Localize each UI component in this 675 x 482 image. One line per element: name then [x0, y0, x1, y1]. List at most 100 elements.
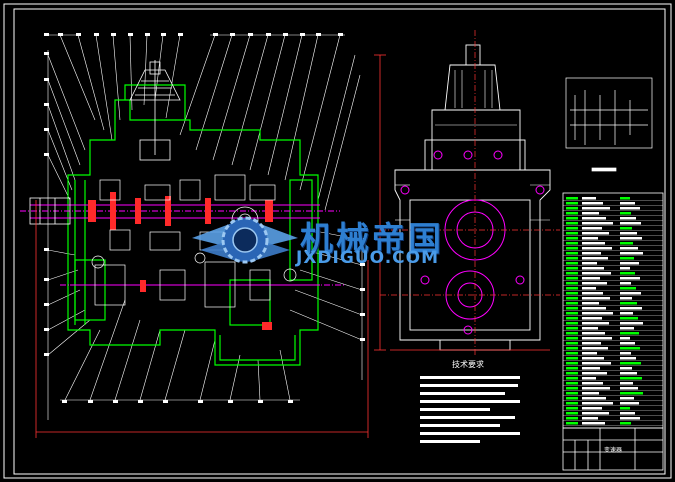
- parts-row-spec: [620, 397, 634, 400]
- parts-row-name: [582, 207, 610, 210]
- section-view: [20, 33, 386, 438]
- parts-row-name: [582, 377, 596, 380]
- parts-row-code: [566, 197, 578, 200]
- parts-row-spec: [620, 362, 641, 365]
- parts-row-name: [582, 362, 611, 365]
- parts-row-spec: [620, 232, 637, 235]
- input-shaft: [29, 197, 71, 225]
- parts-row-spec: [620, 377, 642, 380]
- parts-row-code: [566, 207, 578, 210]
- parts-row-code: [566, 372, 578, 375]
- top-leader-lines: [48, 34, 361, 211]
- parts-row-spec: [620, 252, 643, 255]
- parts-row-spec: [620, 287, 636, 290]
- parts-row-spec: [620, 237, 642, 240]
- parts-row-spec: [620, 372, 637, 375]
- parts-row-code: [566, 417, 578, 420]
- parts-row-code: [566, 387, 578, 390]
- parts-row-spec: [620, 197, 630, 200]
- parts-row-name: [582, 297, 610, 300]
- parts-row-name: [582, 392, 599, 395]
- parts-row-code: [566, 377, 578, 380]
- parts-row-name: [582, 322, 609, 325]
- watermark-title: 机械帝国: [300, 219, 444, 258]
- parts-row-name: [582, 352, 597, 355]
- parts-row-name: [582, 227, 602, 230]
- parts-row-spec: [620, 272, 635, 275]
- parts-row-code: [566, 402, 578, 405]
- parts-row-name: [582, 267, 604, 270]
- parts-row-spec: [620, 342, 635, 345]
- parts-row-name: [582, 397, 606, 400]
- end-view: [380, 30, 560, 355]
- parts-row-spec: [620, 402, 639, 405]
- parts-row-name: [582, 417, 598, 420]
- parts-row-name: [582, 277, 600, 280]
- parts-row-code: [566, 252, 578, 255]
- parts-row-code: [566, 202, 578, 205]
- parts-row-code: [566, 292, 578, 295]
- parts-row-code: [566, 397, 578, 400]
- parts-row-code: [566, 247, 578, 250]
- parts-row-spec: [620, 317, 638, 320]
- parts-row-spec: [620, 302, 637, 305]
- parts-row-spec: [620, 327, 634, 330]
- parts-row-code: [566, 407, 578, 410]
- parts-row-name: [582, 312, 613, 315]
- parts-row-spec: [620, 392, 643, 395]
- parts-row-spec: [620, 292, 641, 295]
- parts-row-code: [566, 347, 578, 350]
- parts-row-name: [582, 332, 605, 335]
- parts-row-name: [582, 272, 611, 275]
- outer-frame: [3, 3, 672, 479]
- parts-row-spec: [620, 347, 640, 350]
- detail-sketch: [565, 77, 653, 172]
- parts-row-code: [566, 227, 578, 230]
- parts-row-name: [582, 372, 607, 375]
- parts-row-name: [582, 407, 602, 410]
- parts-row-name: [582, 292, 603, 295]
- parts-row-name: [582, 212, 599, 215]
- parts-row-spec: [620, 282, 631, 285]
- parts-row-spec: [620, 412, 635, 415]
- parts-row-code: [566, 322, 578, 325]
- parts-row-code: [566, 317, 578, 320]
- parts-row-spec: [620, 322, 643, 325]
- parts-row-code: [566, 327, 578, 330]
- parts-row-spec: [620, 262, 639, 265]
- parts-row-name: [582, 367, 600, 370]
- parts-row-name: [582, 287, 596, 290]
- parts-list-table: [562, 192, 664, 429]
- parts-row-name: [582, 247, 612, 250]
- parts-row-name: [582, 222, 613, 225]
- tech-requirements-title: 技术要求: [452, 360, 484, 369]
- parts-row-name: [582, 422, 605, 425]
- parts-row-spec: [620, 337, 630, 340]
- end-view-centerlines: [380, 30, 560, 355]
- parts-row-spec: [620, 357, 636, 360]
- parts-row-code: [566, 337, 578, 340]
- parts-row-name: [582, 257, 608, 260]
- parts-row-code: [566, 362, 578, 365]
- parts-row-code: [566, 287, 578, 290]
- parts-row-name: [582, 347, 608, 350]
- parts-row-spec: [620, 217, 636, 220]
- parts-row-spec: [620, 382, 633, 385]
- parts-row-name: [582, 262, 597, 265]
- parts-row-code: [566, 307, 578, 310]
- parts-row-code: [566, 352, 578, 355]
- parts-row-code: [566, 267, 578, 270]
- parts-row-name: [582, 242, 605, 245]
- parts-row-spec: [620, 332, 639, 335]
- parts-row-name: [582, 317, 602, 320]
- title-block: [562, 427, 664, 471]
- parts-row-code: [566, 392, 578, 395]
- parts-row-code: [566, 342, 578, 345]
- parts-row-code: [566, 232, 578, 235]
- parts-row-spec: [620, 422, 631, 425]
- parts-row-code: [566, 277, 578, 280]
- parts-row-code: [566, 217, 578, 220]
- parts-row-code: [566, 282, 578, 285]
- parts-row-code: [566, 237, 578, 240]
- parts-row-spec: [620, 417, 640, 420]
